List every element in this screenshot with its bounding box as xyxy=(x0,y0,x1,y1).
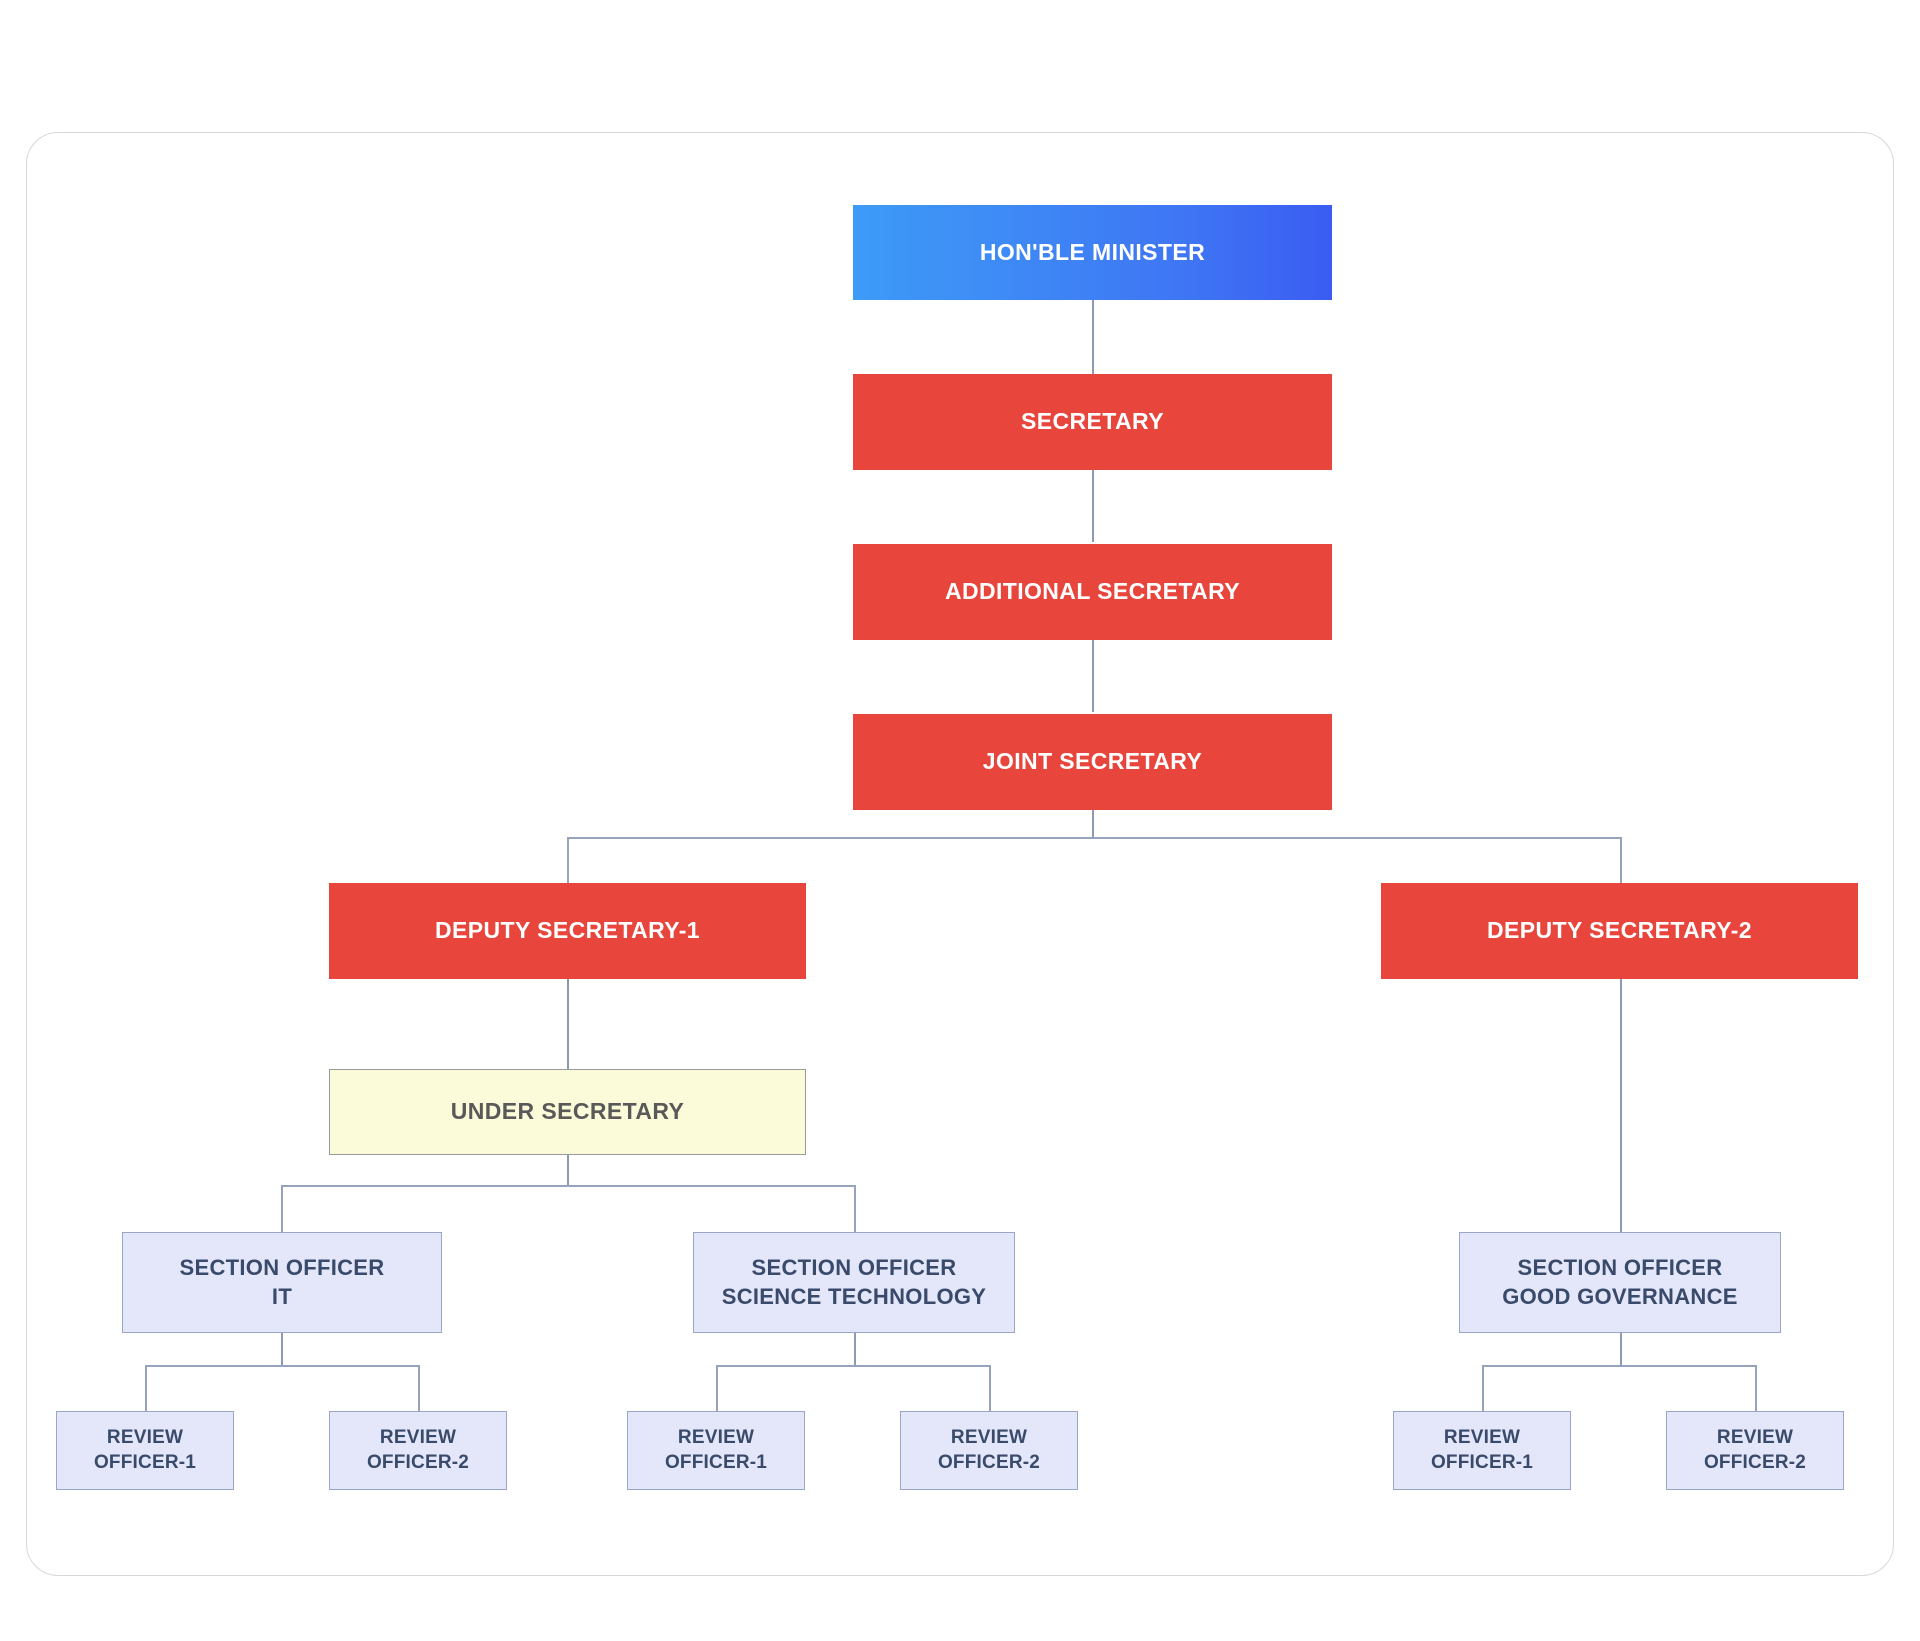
node-label: REVIEW OFFICER-1 xyxy=(628,1426,804,1475)
node-label-line-2: GOOD GOVERNANCE xyxy=(1502,1283,1738,1309)
node-label-line-1: REVIEW xyxy=(1443,1427,1521,1449)
node-label: REVIEW OFFICER-1 xyxy=(1394,1426,1570,1475)
connector-section-science-down-stem xyxy=(854,1333,856,1365)
node-label: SECRETARY xyxy=(1021,408,1164,435)
node-label-line-1: SECTION OFFICER xyxy=(1517,1255,1723,1281)
connector-review-bus-governance xyxy=(1482,1365,1755,1367)
connector-bus-to-review-science-2 xyxy=(989,1365,991,1411)
node-label: HON'BLE MINISTER xyxy=(979,238,1206,265)
node-review-officer-it-2[interactable]: REVIEW OFFICER-2 xyxy=(329,1411,507,1490)
node-section-officer-it[interactable]: SECTION OFFICER IT xyxy=(122,1232,442,1333)
node-label: SECTION OFFICER IT xyxy=(123,1254,441,1310)
connector-bus-to-deputy-1 xyxy=(567,837,569,883)
node-label-line-2: OFFICER-1 xyxy=(1430,1451,1534,1473)
node-review-officer-it-1[interactable]: REVIEW OFFICER-1 xyxy=(56,1411,234,1490)
connector-additional-to-joint xyxy=(1092,640,1094,712)
connector-bus-to-section-science xyxy=(854,1185,856,1232)
node-joint-secretary[interactable]: JOINT SECRETARY xyxy=(853,714,1332,810)
node-label: SECTION OFFICER GOOD GOVERNANCE xyxy=(1460,1254,1780,1310)
connector-bus-to-review-it-2 xyxy=(418,1365,420,1411)
node-label: DEPUTY SECRETARY-1 xyxy=(435,917,700,944)
node-secretary[interactable]: SECRETARY xyxy=(853,374,1332,470)
node-deputy-secretary-1[interactable]: DEPUTY SECRETARY-1 xyxy=(329,883,806,979)
node-label-line-2: OFFICER-2 xyxy=(366,1451,470,1473)
node-label: REVIEW OFFICER-1 xyxy=(57,1426,233,1475)
node-under-secretary[interactable]: UNDER SECRETARY xyxy=(329,1069,806,1155)
node-additional-secretary[interactable]: ADDITIONAL SECRETARY xyxy=(853,544,1332,640)
node-label-line-1: REVIEW xyxy=(106,1427,184,1449)
node-label-line-1: SECTION OFFICER xyxy=(751,1255,957,1281)
node-label-line-2: OFFICER-1 xyxy=(93,1451,197,1473)
connector-deputy2-to-section-governance xyxy=(1620,979,1622,1232)
connector-under-down-stem xyxy=(567,1155,569,1185)
connector-secretary-to-additional xyxy=(1092,470,1094,542)
node-label: ADDITIONAL SECRETARY xyxy=(944,578,1241,605)
node-deputy-secretary-2[interactable]: DEPUTY SECRETARY-2 xyxy=(1381,883,1858,979)
connector-bus-to-review-it-1 xyxy=(145,1365,147,1411)
node-label-line-1: REVIEW xyxy=(1716,1427,1794,1449)
node-label: REVIEW OFFICER-2 xyxy=(1667,1426,1843,1475)
connector-section-it-down-stem xyxy=(281,1333,283,1365)
connector-section-horizontal-bus-left xyxy=(281,1185,854,1187)
node-label: REVIEW OFFICER-2 xyxy=(901,1426,1077,1475)
node-review-officer-science-1[interactable]: REVIEW OFFICER-1 xyxy=(627,1411,805,1490)
org-chart-frame xyxy=(26,132,1894,1576)
node-review-officer-governance-2[interactable]: REVIEW OFFICER-2 xyxy=(1666,1411,1844,1490)
connector-joint-down-stem xyxy=(1092,810,1094,838)
node-label-line-1: REVIEW xyxy=(677,1427,755,1449)
connector-minister-to-secretary xyxy=(1092,300,1094,374)
connector-bus-to-deputy-2 xyxy=(1620,837,1622,883)
node-label: REVIEW OFFICER-2 xyxy=(330,1426,506,1475)
node-label-line-1: REVIEW xyxy=(379,1427,457,1449)
node-label-line-2: OFFICER-2 xyxy=(1703,1451,1807,1473)
node-label: DEPUTY SECRETARY-2 xyxy=(1487,917,1752,944)
node-review-officer-governance-1[interactable]: REVIEW OFFICER-1 xyxy=(1393,1411,1571,1490)
node-label-line-2: IT xyxy=(271,1283,293,1309)
connector-bus-to-review-governance-2 xyxy=(1755,1365,1757,1411)
connector-deputy-horizontal-bus xyxy=(567,837,1621,839)
connector-section-governance-down-stem xyxy=(1620,1333,1622,1365)
node-label-line-1: SECTION OFFICER xyxy=(179,1255,385,1281)
connector-bus-to-review-governance-1 xyxy=(1482,1365,1484,1411)
connector-review-bus-science xyxy=(716,1365,989,1367)
node-label: JOINT SECRETARY xyxy=(982,748,1203,775)
node-label: UNDER SECRETARY xyxy=(450,1098,685,1125)
node-label-line-2: OFFICER-2 xyxy=(937,1451,1041,1473)
connector-bus-to-review-science-1 xyxy=(716,1365,718,1411)
node-label-line-2: OFFICER-1 xyxy=(664,1451,768,1473)
node-label-line-1: REVIEW xyxy=(950,1427,1028,1449)
node-label: SECTION OFFICER SCIENCE TECHNOLOGY xyxy=(694,1254,1014,1310)
node-honble-minister[interactable]: HON'BLE MINISTER xyxy=(853,205,1332,300)
connector-deputy1-to-under xyxy=(567,979,569,1069)
node-section-officer-science-technology[interactable]: SECTION OFFICER SCIENCE TECHNOLOGY xyxy=(693,1232,1015,1333)
node-review-officer-science-2[interactable]: REVIEW OFFICER-2 xyxy=(900,1411,1078,1490)
node-section-officer-good-governance[interactable]: SECTION OFFICER GOOD GOVERNANCE xyxy=(1459,1232,1781,1333)
connector-review-bus-it xyxy=(145,1365,418,1367)
node-label-line-2: SCIENCE TECHNOLOGY xyxy=(721,1283,987,1309)
connector-bus-to-section-it xyxy=(281,1185,283,1232)
